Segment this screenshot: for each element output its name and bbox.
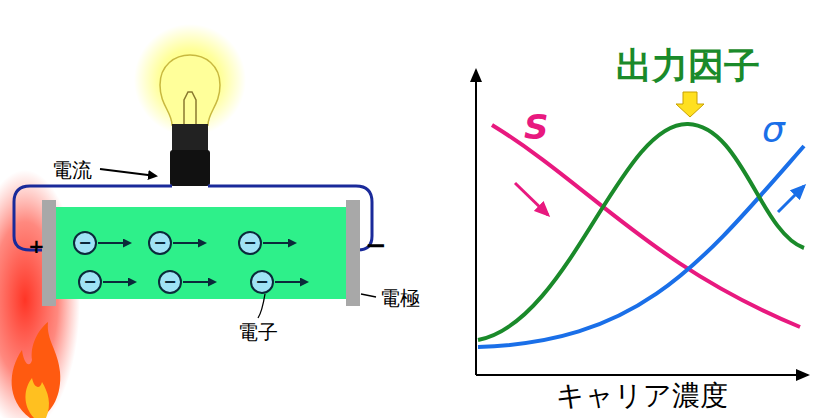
axis-title: キャリア濃度 <box>556 382 728 410</box>
thermoelectric-block <box>52 207 348 299</box>
bulb-base <box>170 150 210 186</box>
conductivity-curve <box>478 146 804 347</box>
bulb-glass <box>160 55 220 125</box>
electron-sign: − <box>163 274 176 290</box>
electron-arrows <box>98 243 307 282</box>
x-axis <box>476 374 808 376</box>
terminal-sign: + <box>28 236 45 256</box>
power-factor-curve <box>478 124 804 340</box>
flame <box>12 322 61 418</box>
flame-core <box>26 378 49 418</box>
electron: − <box>238 231 262 255</box>
electron: − <box>250 270 274 294</box>
trend-arrow <box>515 183 548 215</box>
electrode <box>346 200 360 306</box>
bulb-glow <box>134 24 246 136</box>
electron-sign: − <box>255 274 268 290</box>
electron: − <box>78 270 102 294</box>
electron-sign: − <box>83 274 96 290</box>
bulb-socket <box>172 124 208 154</box>
current-arrow <box>100 169 156 176</box>
seebeck-curve <box>492 125 800 327</box>
electron-sign: − <box>153 235 166 251</box>
leader-line <box>258 294 265 318</box>
electrode-label: 電極 <box>380 288 420 308</box>
seebeck-label: S <box>524 110 549 144</box>
electron: − <box>148 231 172 255</box>
leader-line <box>361 294 376 297</box>
trend-arrow <box>778 186 804 212</box>
electron: − <box>158 270 182 294</box>
bulb-filament <box>184 92 196 125</box>
electron-label: 電子 <box>238 322 278 342</box>
electron: − <box>73 231 97 255</box>
terminal-sign: − <box>365 232 387 258</box>
electron-sign: − <box>243 235 256 251</box>
electron-sign: − <box>78 235 91 251</box>
current-label: 電流 <box>52 160 92 180</box>
peak-arrow <box>676 92 704 117</box>
conductivity-label: σ <box>762 112 785 148</box>
y-axis <box>475 70 477 375</box>
power-factor-label: 出力因子 <box>616 48 760 84</box>
